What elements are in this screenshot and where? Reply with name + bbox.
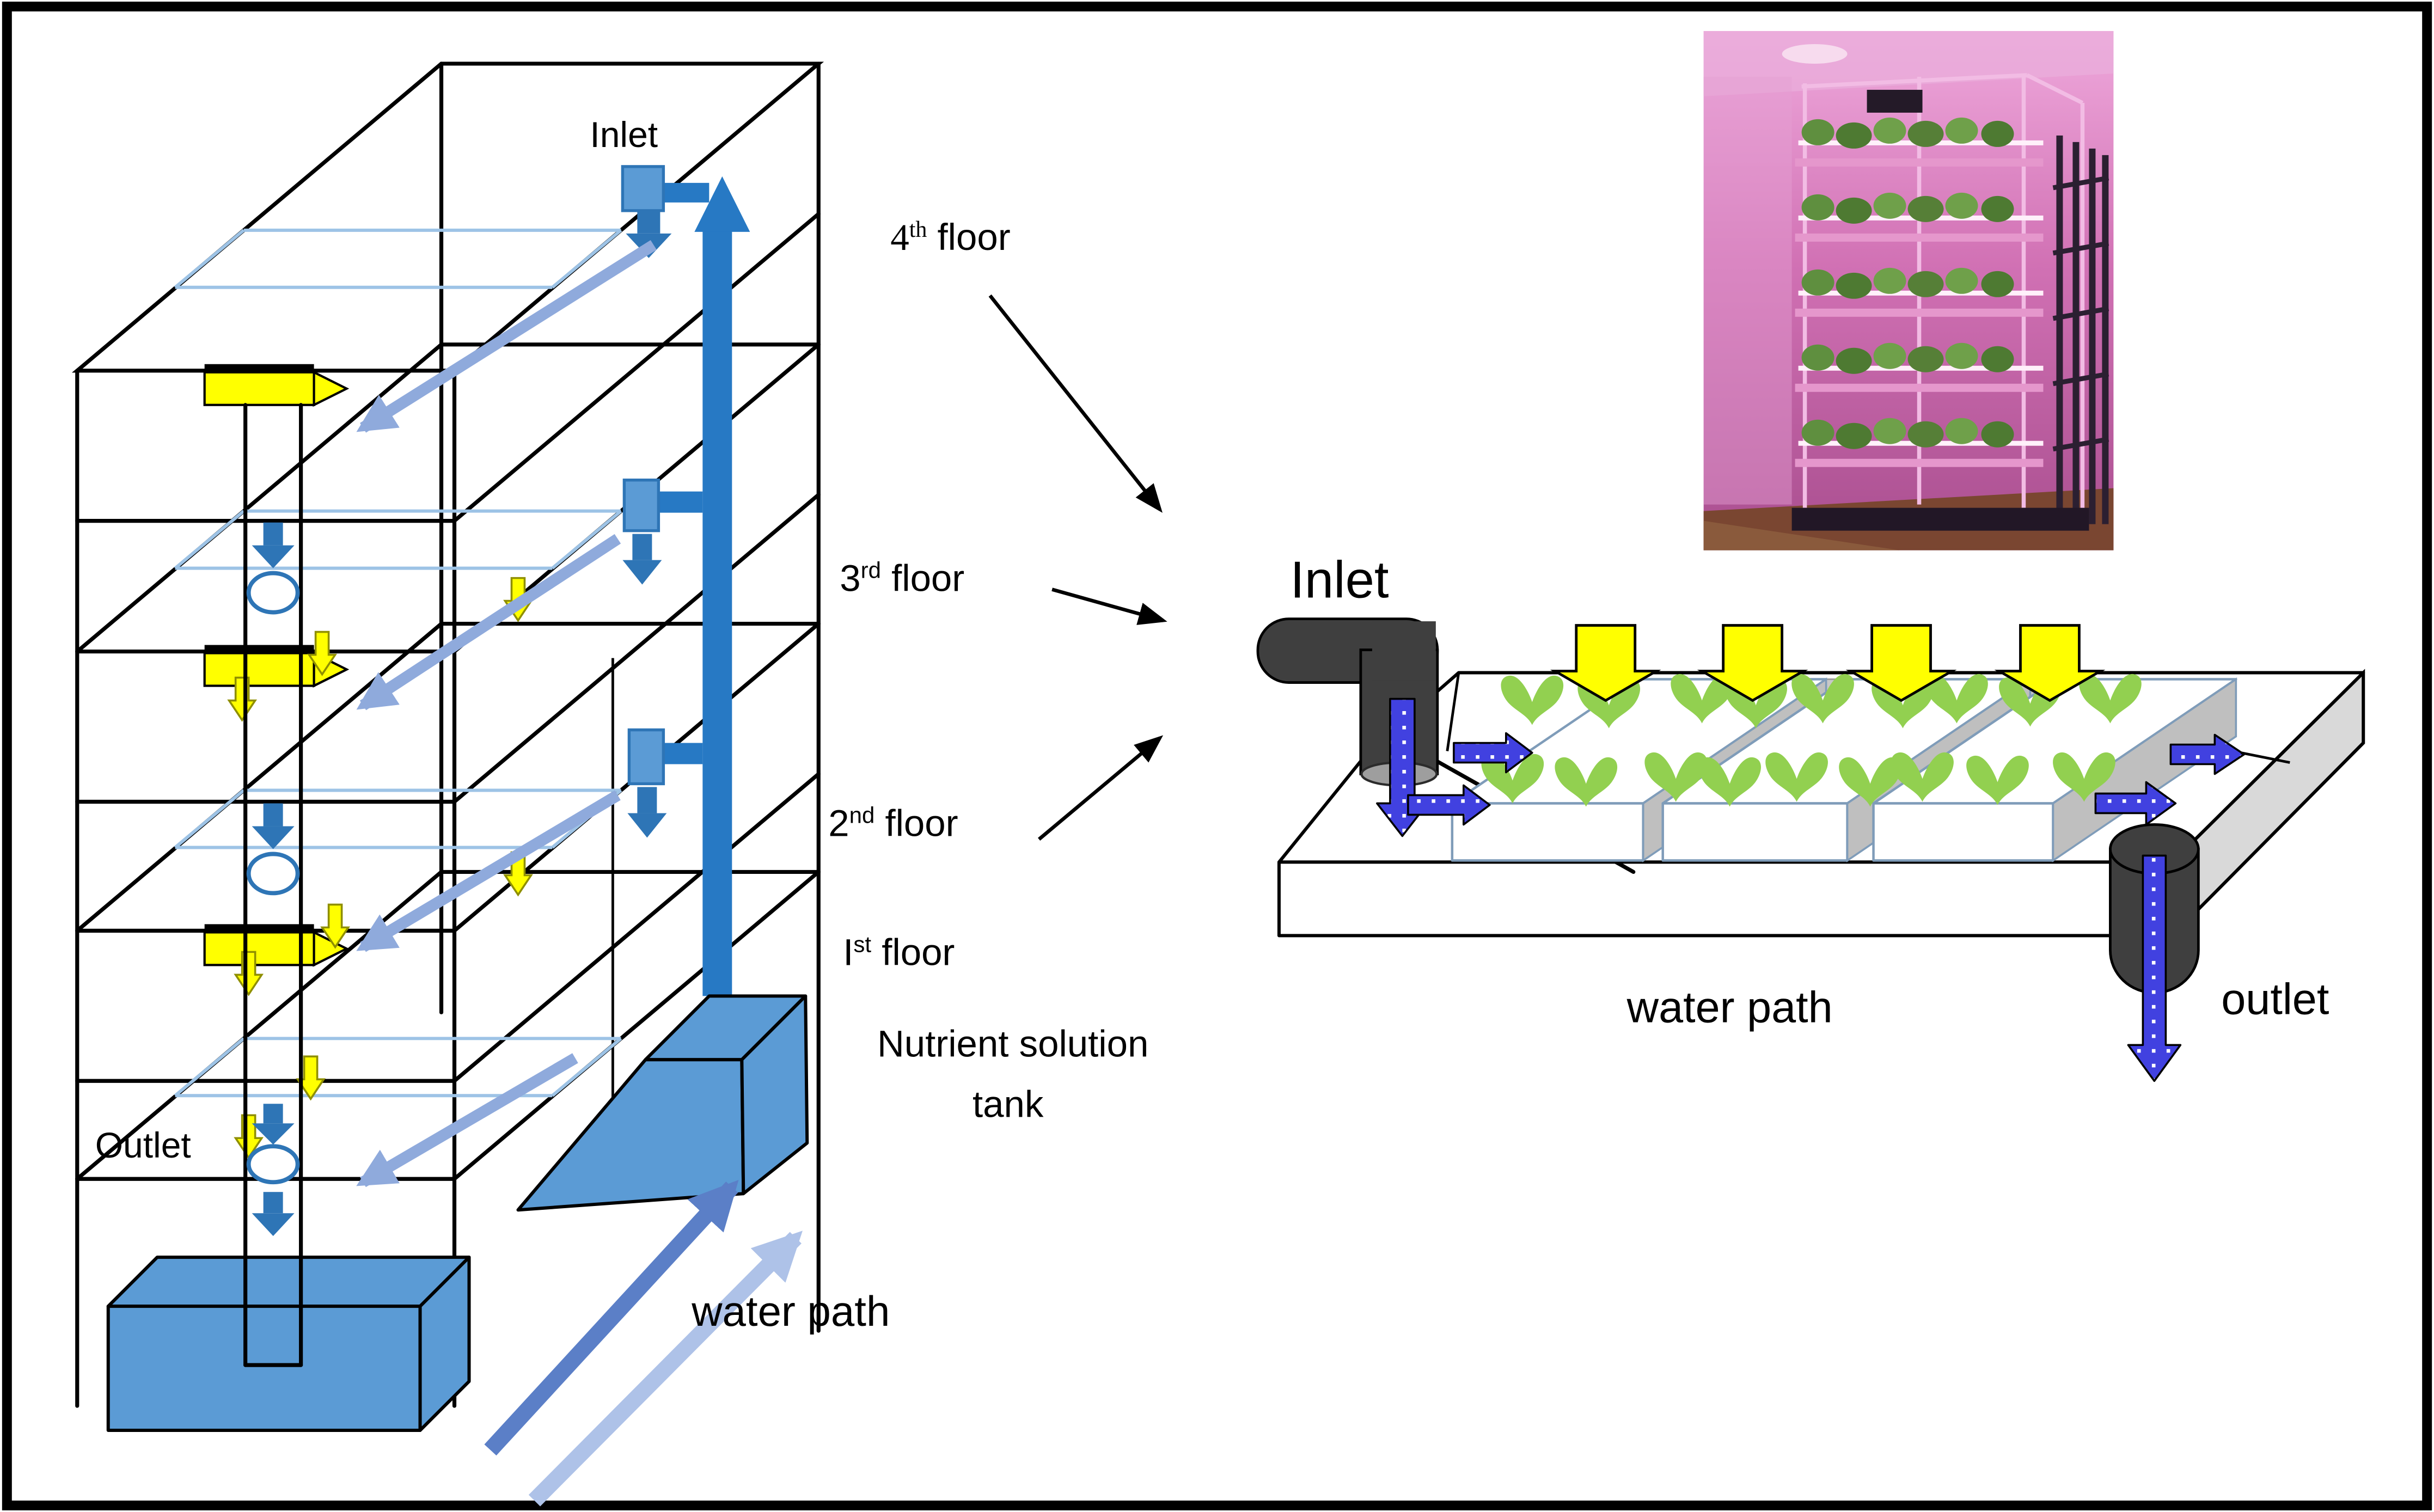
drain-pipe bbox=[243, 403, 303, 1367]
grow-light-2f bbox=[203, 924, 350, 967]
annotation-arrow-4f bbox=[988, 294, 1163, 513]
right-inlet-label: Inlet bbox=[1290, 551, 1389, 609]
annotation-arrows bbox=[988, 294, 1167, 841]
drain-valve-1 bbox=[246, 571, 300, 615]
branch-valve-2f bbox=[627, 728, 703, 838]
floor-flow-arrows bbox=[356, 240, 657, 1187]
drain-arrow-1 bbox=[252, 522, 295, 568]
exit-arrow-front bbox=[2094, 781, 2177, 826]
nutrient-tank bbox=[516, 994, 809, 1212]
light-arrows bbox=[1550, 624, 2106, 702]
drain-valve-2 bbox=[246, 852, 300, 896]
water-channel-lines bbox=[174, 228, 622, 1098]
right-outlet-pipe bbox=[2109, 823, 2200, 1082]
left-outlet-label: Outlet bbox=[95, 1125, 191, 1165]
inlet-branch-arrow-front bbox=[1407, 784, 1491, 826]
supply-pipe-up-arrow bbox=[694, 176, 750, 232]
photo-rack bbox=[1791, 73, 2109, 531]
photo-shelves bbox=[1795, 117, 2044, 467]
inlet-branch-arrow-back bbox=[1453, 732, 1533, 774]
annotation-arrow-3f bbox=[1051, 587, 1167, 625]
right-water-path-label: water path bbox=[1626, 983, 1833, 1032]
drain-arrow-2 bbox=[252, 803, 295, 849]
outlet-valve bbox=[246, 1144, 300, 1185]
right-outlet-label: outlet bbox=[2221, 975, 2329, 1024]
floor-label-4: 4th floor bbox=[890, 216, 1010, 258]
photo-pipe-manifold bbox=[2052, 135, 2109, 524]
collection-tank bbox=[106, 1256, 471, 1433]
water-path-arrows bbox=[484, 1179, 803, 1507]
water-channel-4f bbox=[174, 228, 622, 289]
inlet-valve bbox=[621, 165, 665, 212]
annotation-arrow-2f bbox=[1037, 735, 1164, 841]
grow-light-4f bbox=[203, 364, 350, 407]
inlet-drop-arrow bbox=[1376, 697, 1429, 837]
flow-arrow-4f bbox=[356, 240, 657, 433]
flow-arrow-2f bbox=[356, 790, 621, 952]
nutrient-tank-label-line2: tank bbox=[973, 1083, 1044, 1125]
photo-ceiling-light bbox=[1782, 44, 1848, 64]
outlet-arrow-lower bbox=[252, 1192, 295, 1236]
flow-arrow-3f bbox=[356, 534, 621, 711]
platform-corner-edge bbox=[1446, 672, 1460, 751]
grow-light-3f bbox=[203, 645, 350, 688]
photo-left-wall bbox=[1703, 76, 1792, 505]
left-water-path-label: water path bbox=[691, 1287, 890, 1335]
platform-front bbox=[1277, 860, 2174, 938]
water-channel-3f bbox=[174, 509, 622, 570]
outlet-drop-arrow bbox=[2127, 854, 2182, 1082]
outlet-arrow-upper bbox=[252, 1104, 295, 1145]
supply-pipe bbox=[660, 176, 750, 996]
water-channel-1f bbox=[174, 1037, 622, 1098]
supply-pipe-top-stub bbox=[660, 182, 710, 203]
photo-vertical-farm bbox=[1703, 30, 2114, 550]
floor-label-1: Ist floor bbox=[843, 931, 955, 973]
photo-pump-box bbox=[1867, 89, 1923, 113]
flow-arrow-1f bbox=[356, 1053, 578, 1187]
left-diagram: Inlet 4th floor 3rd floor 2nd floor Ist … bbox=[71, 62, 1167, 1507]
photo-floor-highlight bbox=[1703, 521, 1900, 550]
water-channel-2f bbox=[174, 788, 622, 849]
light-down-arrows bbox=[227, 577, 533, 1160]
exit-arrow-back bbox=[2169, 733, 2246, 775]
floor-label-3: 3rd floor bbox=[840, 558, 964, 599]
water-path-arrow-light bbox=[528, 1231, 803, 1507]
right-diagram: Inlet water path outlet bbox=[1256, 551, 2365, 1082]
grow-lights bbox=[203, 364, 350, 967]
water-path-arrow-dark bbox=[484, 1179, 739, 1456]
photo-rack-base bbox=[1791, 507, 2089, 531]
exit-channel-line bbox=[2240, 751, 2290, 764]
right-water-arrows bbox=[1376, 697, 2246, 837]
left-inlet-label: Inlet bbox=[590, 114, 658, 155]
branch-valve-3f bbox=[622, 478, 703, 585]
nutrient-tank-label-line1: Nutrient solution bbox=[877, 1023, 1148, 1064]
shelf-rails bbox=[75, 212, 821, 1083]
floor-label-2: 2nd floor bbox=[828, 802, 958, 844]
tray-3 bbox=[1872, 677, 2237, 862]
